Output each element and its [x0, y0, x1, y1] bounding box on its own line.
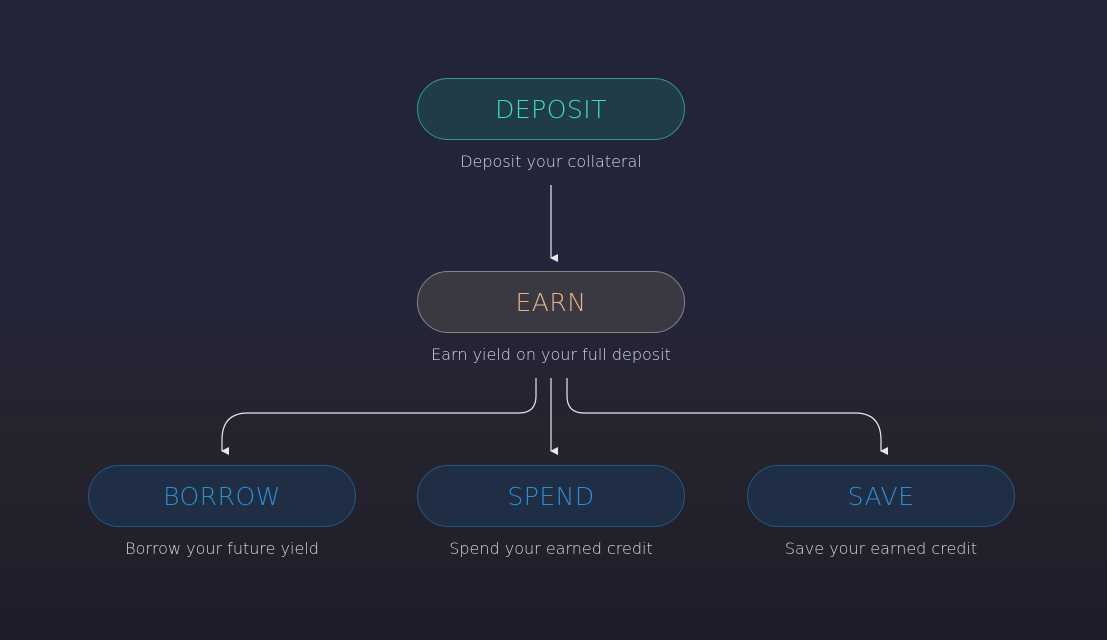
borrow-label: BORROW [163, 481, 281, 511]
borrow-node: BORROW [88, 465, 356, 527]
earn-label: EARN [515, 287, 587, 317]
save-node: SAVE [747, 465, 1015, 527]
borrow-caption: Borrow your future yield [125, 539, 319, 558]
arrow-earn-to-borrow [221, 378, 537, 455]
spend-label: SPEND [507, 481, 595, 511]
earn-node: EARN [417, 271, 685, 333]
deposit-caption: Deposit your collateral [460, 152, 642, 171]
deposit-node: DEPOSIT [417, 78, 685, 140]
save-caption: Save your earned credit [784, 539, 978, 558]
deposit-label: DEPOSIT [495, 94, 607, 124]
save-label: SAVE [847, 481, 915, 511]
spend-node: SPEND [417, 465, 685, 527]
arrow-earn-to-save [566, 378, 888, 455]
earn-caption: Earn yield on your full deposit [431, 345, 671, 364]
spend-caption: Spend your earned credit [449, 539, 653, 558]
